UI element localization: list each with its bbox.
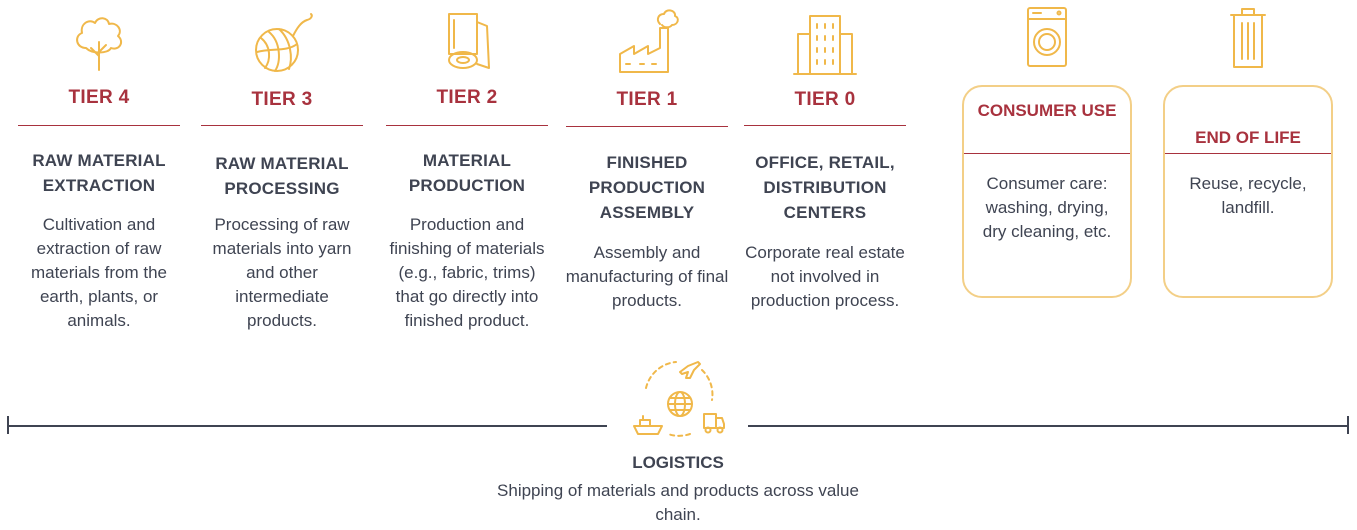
end-of-life-card: END OF LIFE Reuse, recycle, landfill. [1163, 8, 1333, 298]
tier-description: Production and finishing of materials (e… [389, 215, 545, 330]
tier-title: MATERIAL PRODUCTION [408, 151, 526, 195]
tier-label: TIER 1 [616, 89, 678, 110]
tier-title: OFFICE, RETAIL, DISTRIBUTION CENTERS [755, 153, 895, 222]
logistics-line-right-cap [1347, 416, 1349, 434]
tier-divider [566, 126, 728, 127]
tier-label: TIER 2 [436, 87, 498, 108]
logistics-line-left [7, 425, 607, 427]
cotton-plant-icon [70, 12, 128, 74]
tier-label: TIER 0 [794, 89, 856, 110]
card-label: END OF LIFE [1195, 128, 1301, 147]
tier-divider [201, 125, 363, 126]
tier-title: RAW MATERIAL PROCESSING [215, 154, 349, 198]
office-building-icon [790, 12, 860, 76]
trash-can-icon [1228, 5, 1268, 74]
factory-icon [612, 6, 682, 76]
yarn-ball-icon [249, 10, 315, 76]
tier-description: Assembly and manufacturing of final prod… [565, 243, 729, 310]
tier-label: TIER 3 [251, 89, 313, 110]
logistics-globe-icon [628, 348, 728, 445]
logistics-description: Shipping of materials and products acros… [497, 481, 859, 524]
consumer-use-card: CONSUMER USE Consumer care: washing, dry… [962, 7, 1132, 298]
tier-description: Cultivation and extraction of raw materi… [30, 215, 168, 330]
tier-divider [744, 125, 906, 126]
logistics-line-right [748, 425, 1349, 427]
card-divider [964, 153, 1130, 154]
card-label: CONSUMER USE [977, 101, 1117, 120]
tier-description: Processing of raw materials into yarn an… [212, 215, 352, 330]
fabric-roll-icon [437, 8, 497, 76]
tier-title: RAW MATERIAL EXTRACTION [32, 151, 166, 195]
card-description: Consumer care: washing, drying, dry clea… [982, 174, 1112, 241]
tier-divider [18, 125, 180, 126]
tier-divider [386, 125, 548, 126]
tier-label: TIER 4 [68, 87, 130, 108]
card-divider [1165, 153, 1331, 154]
logistics-title: LOGISTICS [632, 453, 724, 472]
washing-machine-icon [1025, 5, 1069, 74]
tier-title: FINISHED PRODUCTION ASSEMBLY [588, 153, 706, 222]
tier-description: Corporate real estate not involved in pr… [745, 243, 905, 310]
card-description: Reuse, recycle, landfill. [1189, 174, 1307, 217]
